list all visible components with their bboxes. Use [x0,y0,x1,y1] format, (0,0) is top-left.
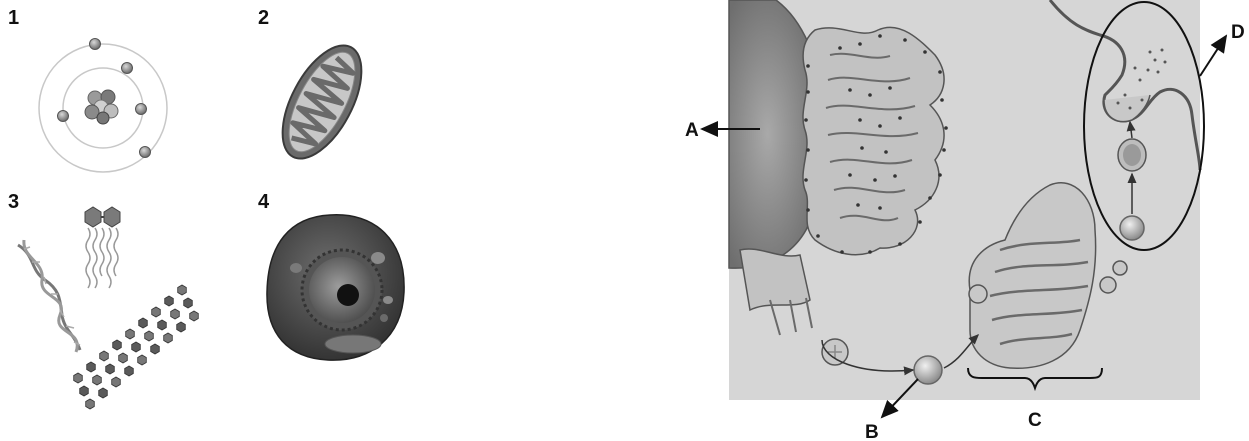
vesicle [371,252,385,264]
label-arrow-d [1200,36,1226,76]
ribosome-dot [878,34,882,38]
protein-unit [138,355,147,365]
panel-4-number: 4 [258,191,270,213]
protein-unit [87,362,96,372]
ribosome-dot [856,203,860,207]
ribosome-dot [848,173,852,177]
ribosome-dot [806,90,810,94]
protein-unit [132,342,141,352]
ribosome-dot [840,250,844,254]
ribosome-dot [873,178,877,182]
ribosome-dot [878,206,882,210]
ribosome-dot [898,116,902,120]
protein-unit [184,298,193,308]
cell-illustration [267,215,404,360]
phospholipids [85,207,120,288]
ribosome-dot [878,124,882,128]
protein-unit [152,307,161,317]
protein-unit [80,386,89,396]
protein-unit [139,318,148,328]
panel-2-number: 2 [258,7,269,29]
ribosome-dot [848,88,852,92]
ribosome-dot [888,86,892,90]
label-c: C [1028,410,1042,431]
ribosome-dot [928,196,932,200]
atom-illustration [39,39,167,173]
protein-unit [190,311,199,321]
ribosome-dot [804,118,808,122]
ribosome-dot [858,118,862,122]
mitochondrion-illustration [266,33,377,171]
protein-unit [177,322,186,332]
label-b: B [865,422,879,441]
ribosome-dot [918,220,922,224]
ribosome-dot [884,150,888,154]
protein-unit [126,329,135,339]
panel-1-atom: 1 [8,7,167,172]
protein-unit [178,285,187,295]
protein-unit [164,333,173,343]
protein-unit [171,309,180,319]
nucleolus [337,284,359,306]
ribosome-dot [940,98,944,102]
ribosome-dot [923,50,927,54]
ribosome-dot [903,38,907,42]
golgi [325,335,381,353]
protein-unit [100,351,109,361]
label-d: D [1231,22,1245,43]
ribosome-dot [938,173,942,177]
panel-4-cell: 4 [258,191,404,360]
panel-3-molecules: 3 [8,191,198,409]
protein-chain [74,285,199,409]
ribosome-dot [942,148,946,152]
protein-unit [99,388,108,398]
protein-unit [113,340,122,350]
label-a: A [685,120,699,141]
ribosome-dot [806,64,810,68]
nucleus [85,90,118,124]
ribosome-dot [868,250,872,254]
protein-unit [125,366,134,376]
protein-unit [165,296,174,306]
protein-unit [74,373,83,383]
ribosome-dot [938,70,942,74]
protein-unit [145,331,154,341]
ribosome-dot [806,148,810,152]
secretion-diagram: A B C D [685,0,1245,441]
ribosome-dot [860,146,864,150]
protein-unit [93,375,102,385]
ribosome-dot [816,234,820,238]
ribosome-dot [806,208,810,212]
panel-3-number: 3 [8,191,19,213]
protein-unit [158,320,167,330]
ribosome-dot [898,242,902,246]
ribosome-dot [893,174,897,178]
protein-unit [86,399,95,409]
protein-unit [112,377,121,387]
protein-unit [119,353,128,363]
protein-unit [106,364,115,374]
protein-unit [151,344,160,354]
ribosome-dot [804,178,808,182]
dna-helix [18,240,80,352]
panel-2-mitochondrion: 2 [258,7,378,171]
ribosome-dot [944,126,948,130]
panel-1-number: 1 [8,7,19,29]
ribosome-dot [868,93,872,97]
ribosome-dot [858,42,862,46]
ribosome-dot [838,46,842,50]
